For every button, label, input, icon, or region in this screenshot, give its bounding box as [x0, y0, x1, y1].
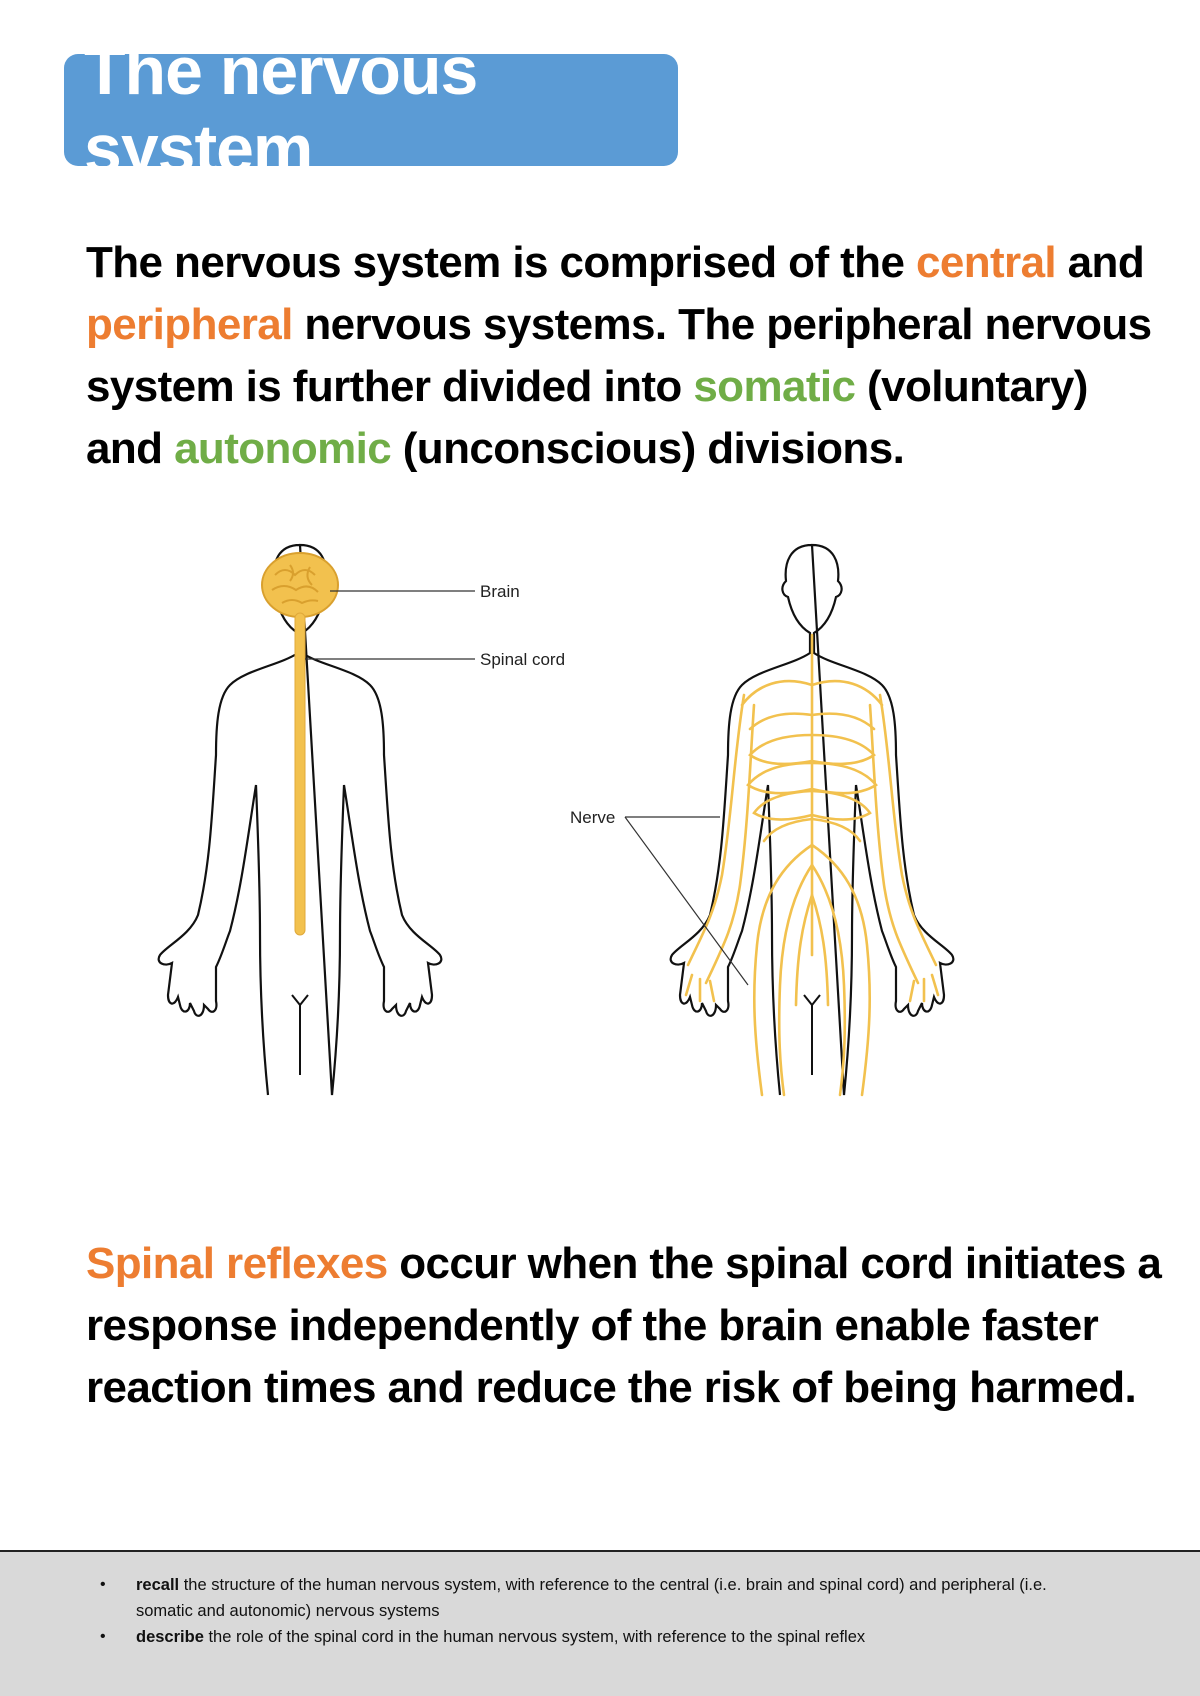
brain-icon — [261, 552, 339, 618]
outcome-verb: recall — [136, 1576, 180, 1594]
list-item: • recall the structure of the human nervo… — [100, 1572, 1096, 1624]
term-peripheral: peripheral — [86, 300, 293, 349]
outcome-text: the role of the spinal cord in the human… — [203, 1628, 866, 1646]
intro-text-1: The nervous system is comprised of the — [86, 238, 916, 287]
outcome-verb: describe — [136, 1628, 204, 1646]
intro-text-5: (unconscious) divisions. — [391, 424, 905, 473]
spinal-cord-icon — [294, 612, 306, 936]
back-body-figure — [669, 543, 955, 1097]
bullet-icon: • — [100, 1628, 106, 1645]
nervous-system-figure: Brain Spinal cord — [150, 535, 1050, 1155]
page-title: The nervous system — [84, 33, 478, 187]
term-central: central — [915, 238, 1057, 287]
nerve-label: Nerve — [570, 808, 615, 827]
intro-text-4: (voluntary) and — [86, 362, 1088, 473]
front-body-figure — [157, 543, 443, 1097]
brain-label: Brain — [480, 582, 520, 601]
list-item: • describe the role of the spinal cord in… — [100, 1624, 1096, 1650]
learning-outcomes-list: • recall the structure of the human nervo… — [0, 1572, 1200, 1650]
body-diagrams: Brain Spinal cord — [157, 543, 955, 1097]
title-banner: The nervous system — [64, 33, 678, 187]
reflex-paragraph: Spinal reflexes occur when the spinal co… — [86, 1233, 1176, 1419]
term-spinal-reflexes: Spinal reflexes — [86, 1239, 388, 1288]
intro-text-3: nervous systems. The peripheral nervous … — [86, 300, 1152, 411]
term-autonomic: autonomic — [174, 424, 392, 473]
learning-outcomes-panel: • recall the structure of the human nervo… — [0, 1550, 1200, 1696]
spinal-cord-label: Spinal cord — [480, 650, 565, 669]
bullet-icon: • — [100, 1576, 106, 1593]
nerve-network-icon — [684, 633, 940, 1097]
reflex-text: occur when the spinal cord initiates a r… — [86, 1239, 1162, 1412]
outcome-text: the structure of the human nervous syste… — [136, 1576, 1047, 1620]
term-somatic: somatic — [693, 362, 856, 411]
intro-paragraph: The nervous system is comprised of the c… — [86, 232, 1166, 480]
intro-text-2: and — [1056, 238, 1145, 287]
